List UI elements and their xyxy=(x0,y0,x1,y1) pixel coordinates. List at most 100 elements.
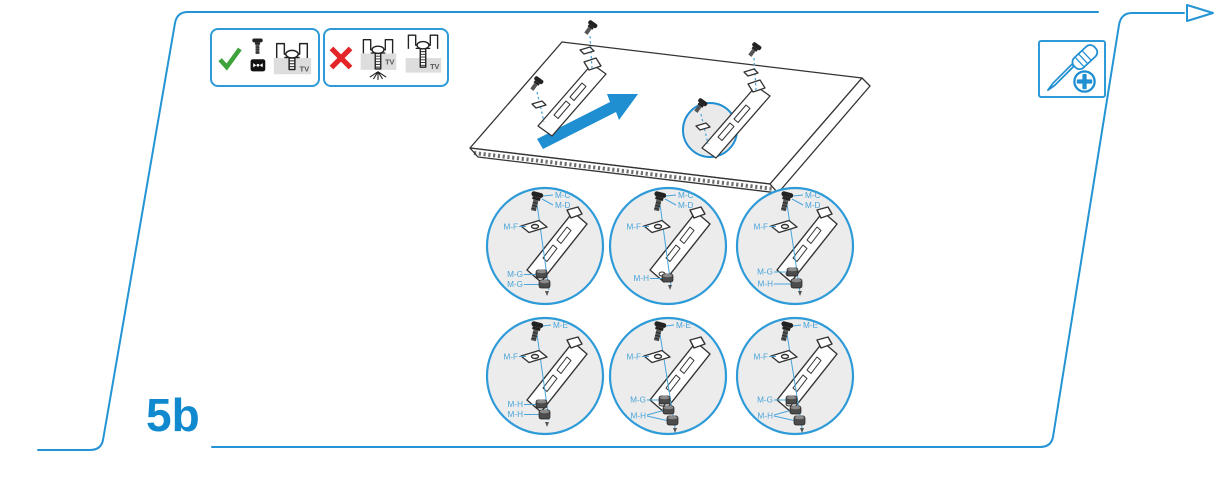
spacer-label: M-G xyxy=(630,396,646,405)
tv-assembly-diagram xyxy=(469,20,871,194)
spacer-cylinder xyxy=(538,409,551,420)
spacer-plate xyxy=(643,219,671,234)
screw-icon xyxy=(530,76,544,91)
screw-label: M-E xyxy=(676,321,692,330)
screw-icon xyxy=(530,191,544,212)
bracket-gap-on-tv-icon: TV xyxy=(405,33,442,73)
spacer-label: M-H xyxy=(631,412,647,421)
spacer-cylinder xyxy=(661,273,674,283)
tv-label: TV xyxy=(385,57,394,66)
detail-circle-bottom-middle: M-E M-F M-G M-H xyxy=(608,316,728,436)
step-number: 5b xyxy=(146,389,200,441)
tv-panel xyxy=(469,41,871,194)
plate-label: M-F xyxy=(626,353,641,362)
screw-label: M-D xyxy=(555,201,571,210)
screw-axis-line xyxy=(659,203,672,287)
spacer-cylinder xyxy=(662,405,675,415)
spacer-plate xyxy=(520,349,548,364)
screw-label: M-E xyxy=(553,321,569,330)
screw-icon xyxy=(653,321,667,342)
spacer-plate xyxy=(643,349,671,364)
phillips-screwdriver-icon xyxy=(1047,44,1099,93)
rail-bracket xyxy=(649,206,711,283)
spacer-label: M-H xyxy=(508,400,524,409)
do-panel: TV xyxy=(210,28,320,87)
plate-label: M-F xyxy=(503,223,518,232)
detail-circle-bottom-left: M-E M-F M-H M-H xyxy=(485,316,605,436)
check-icon xyxy=(218,47,242,71)
up-right-arrow-icon xyxy=(537,94,638,149)
spacer-cylinder xyxy=(658,395,671,405)
spacer-cylinder xyxy=(793,415,806,426)
spacer-label: M-H xyxy=(758,412,774,421)
screw-and-plate-icon xyxy=(250,38,265,72)
next-page-arrow-icon xyxy=(1186,4,1214,22)
screw-tip xyxy=(798,291,802,296)
spacer-cylinder xyxy=(790,278,803,289)
spacer-label: M-G xyxy=(757,396,773,405)
screw-pierces-tv-icon: TV xyxy=(360,38,397,80)
screw-icon xyxy=(780,191,794,212)
spacer-plate xyxy=(579,46,595,55)
spacer-label: M-G xyxy=(507,280,523,289)
screw-label: M-C xyxy=(805,191,821,200)
plate-label: M-F xyxy=(626,223,641,232)
spacer-label: M-H xyxy=(634,274,650,283)
screw-icon xyxy=(653,191,667,212)
screw-label: M-C xyxy=(555,191,571,200)
screw-icon xyxy=(780,321,794,342)
screw-label: M-D xyxy=(678,201,694,210)
mounting-rail-left xyxy=(537,57,607,137)
screw-label: M-C xyxy=(678,191,694,200)
bracket-flush-on-tv-icon: TV xyxy=(274,42,312,74)
spacer-cylinder xyxy=(666,415,679,426)
rail-bracket xyxy=(776,336,838,413)
screw-label: M-E xyxy=(803,321,819,330)
spacer-plate xyxy=(770,349,798,364)
spacer-plate xyxy=(770,219,798,234)
plate-label: M-F xyxy=(503,353,518,362)
screw-tip xyxy=(545,291,549,296)
spacer-label: M-H xyxy=(508,410,524,419)
tools-panel xyxy=(1038,40,1106,98)
spacer-cylinder xyxy=(535,269,548,279)
border-bottom-right xyxy=(211,12,1185,448)
screw-icon xyxy=(694,98,708,113)
mounting-rail-right xyxy=(701,79,771,159)
dont-panel: TV TV xyxy=(323,28,449,87)
spacer-label: M-H xyxy=(758,280,774,289)
spacer-label: M-G xyxy=(757,268,773,277)
screw-icon xyxy=(530,321,544,342)
spacer-cylinder xyxy=(535,399,548,409)
detail-circle-top-left: M-C M-D M-F M-G M-G xyxy=(485,186,605,306)
screw-axis-line xyxy=(786,203,801,293)
border-left-top xyxy=(37,11,1099,451)
screw-tip xyxy=(800,428,804,433)
plate-label: M-F xyxy=(753,223,768,232)
spacer-cylinder xyxy=(538,279,551,289)
plate-label: M-F xyxy=(753,353,768,362)
spacer-plate xyxy=(531,100,547,109)
cross-icon xyxy=(329,46,353,69)
spacer-cylinder xyxy=(789,405,802,415)
screw-icon xyxy=(584,20,598,35)
detail-circle-top-middle: M-C M-D M-F M-H xyxy=(608,186,728,306)
impact-burst-icon xyxy=(369,70,387,80)
tv-label: TV xyxy=(300,64,311,73)
spacer-cylinder xyxy=(786,267,799,277)
screw-tip xyxy=(668,285,672,290)
spacer-plate xyxy=(520,219,548,234)
screw-tip xyxy=(673,428,677,433)
spacer-label: M-G xyxy=(507,270,523,279)
tv-label: TV xyxy=(430,61,439,70)
spacer-plate xyxy=(695,122,711,131)
spacer-plate xyxy=(743,68,759,77)
rail-bracket xyxy=(776,206,838,283)
detail-circle-bottom-right: M-E M-F M-G M-H xyxy=(735,316,855,436)
screw-tip xyxy=(545,422,549,427)
spacer-cylinder xyxy=(785,395,798,405)
screw-icon xyxy=(748,42,762,57)
detail-circle-top-right: M-C M-D M-F M-G M-H xyxy=(735,186,855,306)
